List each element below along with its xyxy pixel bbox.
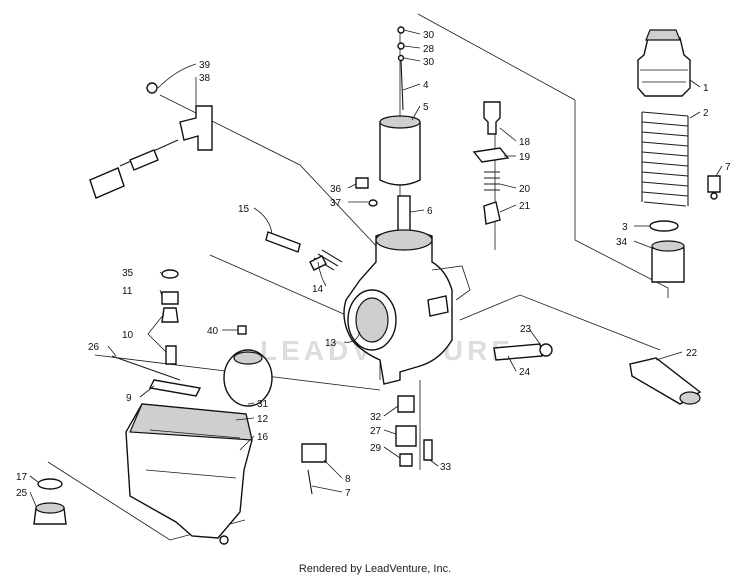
callout-22: 22 xyxy=(686,348,698,359)
part-float xyxy=(223,349,273,407)
callout-29: 29 xyxy=(370,443,382,454)
callout-36: 36 xyxy=(330,184,342,195)
callout-16: 16 xyxy=(257,432,269,443)
callout-25: 25 xyxy=(16,488,28,499)
callout-30-mid: 30 xyxy=(423,57,435,68)
callout-10: 10 xyxy=(122,330,134,341)
callout-23: 23 xyxy=(520,324,532,335)
callout-40: 40 xyxy=(207,326,219,337)
callout-18: 18 xyxy=(519,137,531,148)
part-jet-needle xyxy=(397,26,405,111)
callout-30-top: 30 xyxy=(423,30,435,41)
part-choke-plunger xyxy=(493,343,553,361)
callout-6: 6 xyxy=(427,206,433,217)
callout-2: 2 xyxy=(703,108,709,119)
callout-34: 34 xyxy=(616,237,628,248)
part-float-bowl xyxy=(125,403,253,545)
part-float-pin-and-arm xyxy=(111,355,202,397)
callout-32: 32 xyxy=(370,412,382,423)
callout-17: 17 xyxy=(16,472,28,483)
callout-5: 5 xyxy=(423,102,429,113)
callout-35: 35 xyxy=(122,268,134,279)
callout-19: 19 xyxy=(519,152,531,163)
callout-7-left: 7 xyxy=(345,488,351,499)
callout-37: 37 xyxy=(330,198,342,209)
callout-26: 26 xyxy=(88,342,100,353)
callout-21: 21 xyxy=(519,201,531,212)
callout-38: 38 xyxy=(199,73,211,84)
callout-39: 39 xyxy=(199,60,211,71)
footer-credit: Rendered by LeadVenture, Inc. xyxy=(298,563,452,575)
part-cap xyxy=(637,29,691,97)
part-idle-spring xyxy=(309,249,343,271)
part-float-pin-cap xyxy=(237,325,247,335)
part-spring-seat-and-slide xyxy=(649,220,685,283)
callout-7-right: 7 xyxy=(725,162,731,173)
part-clip-right xyxy=(707,175,721,200)
callout-9: 9 xyxy=(126,393,132,404)
callout-12: 12 xyxy=(257,414,269,425)
callout-28: 28 xyxy=(423,44,435,55)
callout-33: 33 xyxy=(440,462,452,473)
callout-13: 13 xyxy=(325,338,337,349)
callout-labels: 1 2 3 34 7 30 28 30 4 5 18 19 20 21 36 3… xyxy=(16,30,731,499)
part-drain-plug xyxy=(33,478,67,525)
callout-4: 4 xyxy=(423,80,429,91)
part-throttle-bracket xyxy=(89,82,213,199)
part-carburetor-body xyxy=(343,229,471,385)
leader-lines xyxy=(29,29,723,507)
callout-31: 31 xyxy=(257,399,269,410)
callout-24: 24 xyxy=(519,367,531,378)
callout-20: 20 xyxy=(519,184,531,195)
part-air-screw xyxy=(355,177,378,207)
part-pilot-screw-set xyxy=(472,101,510,225)
part-main-jet-set xyxy=(395,395,433,467)
part-vent-hose xyxy=(629,357,702,405)
part-throttle-spring xyxy=(641,111,689,207)
callout-15: 15 xyxy=(238,204,250,215)
callout-3: 3 xyxy=(622,222,628,233)
part-throttle-slide xyxy=(379,115,421,186)
part-cable-adjuster xyxy=(265,231,301,253)
callout-14: 14 xyxy=(312,284,324,295)
callout-11: 11 xyxy=(122,286,133,297)
callout-8: 8 xyxy=(345,474,351,485)
callout-27: 27 xyxy=(370,426,382,437)
callout-1: 1 xyxy=(703,83,709,94)
